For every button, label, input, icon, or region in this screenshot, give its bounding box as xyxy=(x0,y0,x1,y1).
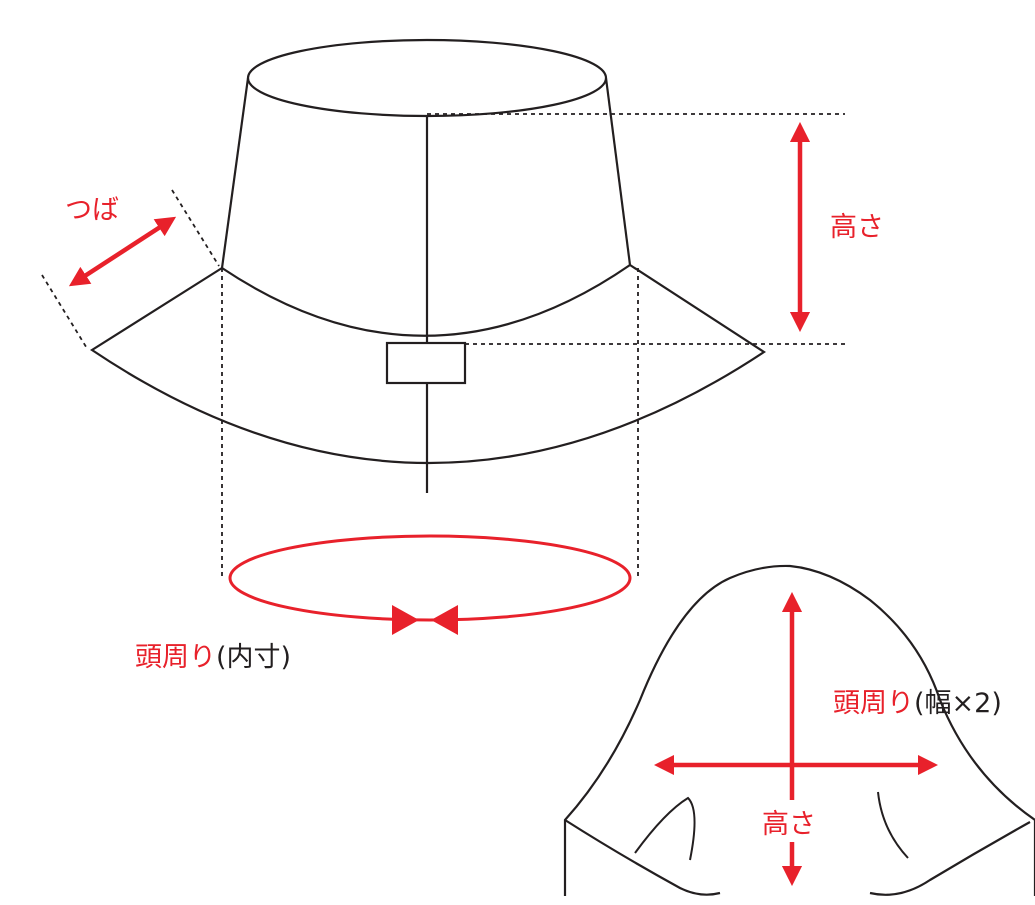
head-circumference-note: (内寸) xyxy=(216,642,291,673)
flat-hat-bottom-edge-right xyxy=(869,821,1031,896)
brim-width-arrow xyxy=(68,216,177,287)
head-circumference-ellipse xyxy=(228,534,632,622)
brim-guide-inner xyxy=(171,189,220,267)
circumference-arrow-left xyxy=(392,605,419,635)
height-label: 高さ xyxy=(830,212,884,243)
flat-hat-right-ear-stroke xyxy=(877,791,909,859)
flat-head-circumference-note: (幅×2) xyxy=(914,688,1002,719)
head-circumference-text: 頭周り xyxy=(135,642,216,673)
flat-hat-bottom-edge xyxy=(564,819,721,896)
hat-crown-top xyxy=(246,38,608,118)
brim-guide-outer xyxy=(41,274,89,351)
hat-crown-left-side xyxy=(220,77,250,269)
hat-crown-right-side xyxy=(604,77,632,266)
head-circumference-label: 頭周り(内寸) xyxy=(135,642,291,673)
hat-label-tab xyxy=(385,341,467,385)
flat-head-circumference-label: 頭周り(幅×2) xyxy=(833,688,1002,719)
flat-height-label: 高さ xyxy=(762,809,816,840)
guide-lines xyxy=(41,113,845,580)
measurement-marks xyxy=(68,121,811,333)
brim-label: つば xyxy=(65,195,119,226)
flat-measurement-marks xyxy=(653,591,939,887)
flat-hat-outline xyxy=(563,564,1035,902)
flat-head-circumference-text: 頭周り xyxy=(833,688,914,719)
flat-hat-left-ear-stroke xyxy=(634,796,696,861)
circumference-arrow-right xyxy=(431,605,458,635)
flat-hat-bottom-mask xyxy=(555,896,1035,905)
bucket-hat xyxy=(89,38,767,493)
